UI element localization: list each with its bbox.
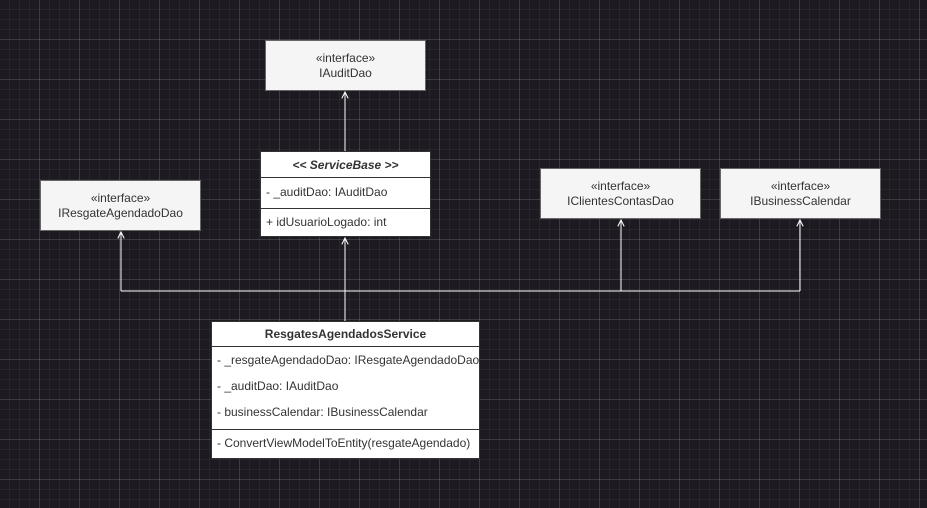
attribute-row: - _auditDao: IAuditDao: [217, 379, 339, 393]
stereotype-label: «interface»: [90, 190, 151, 205]
interface-name: IAuditDao: [319, 65, 372, 80]
interface-name: IResgateAgendadoDao: [58, 205, 183, 220]
interface-name: IBusinessCalendar: [750, 193, 851, 208]
method-row: - ConvertViewModelToEntity(resgateAgenda…: [217, 436, 471, 450]
interface-iclientescontasdao[interactable]: «interface» IClientesContasDao: [540, 168, 701, 219]
class-title: << ServiceBase >>: [261, 152, 430, 178]
interface-ibusinesscalendar[interactable]: «interface» IBusinessCalendar: [720, 168, 881, 219]
class-divider: [261, 208, 430, 209]
interface-name: IClientesContasDao: [567, 193, 674, 208]
attribute-row: - _auditDao: IAuditDao: [266, 184, 388, 199]
class-title: ResgatesAgendadosService: [212, 322, 479, 347]
interface-iauditdao[interactable]: «interface» IAuditDao: [265, 40, 426, 91]
method-row: + idUsuarioLogado: int: [266, 215, 387, 229]
stereotype-label: «interface»: [590, 178, 651, 193]
attribute-row: - businessCalendar: IBusinessCalendar: [217, 405, 428, 419]
attribute-row: - _resgateAgendadoDao: IResgateAgendadoD…: [217, 353, 480, 367]
class-resgatesagendadosservice[interactable]: ResgatesAgendadosService - _resgateAgend…: [211, 321, 480, 459]
class-divider: [212, 429, 479, 430]
class-servicebase[interactable]: << ServiceBase >> - _auditDao: IAuditDao…: [260, 151, 431, 237]
stereotype-label: «interface»: [770, 178, 831, 193]
stereotype-label: «interface»: [315, 50, 376, 65]
interface-iresgateagendadodao[interactable]: «interface» IResgateAgendadoDao: [40, 180, 201, 231]
